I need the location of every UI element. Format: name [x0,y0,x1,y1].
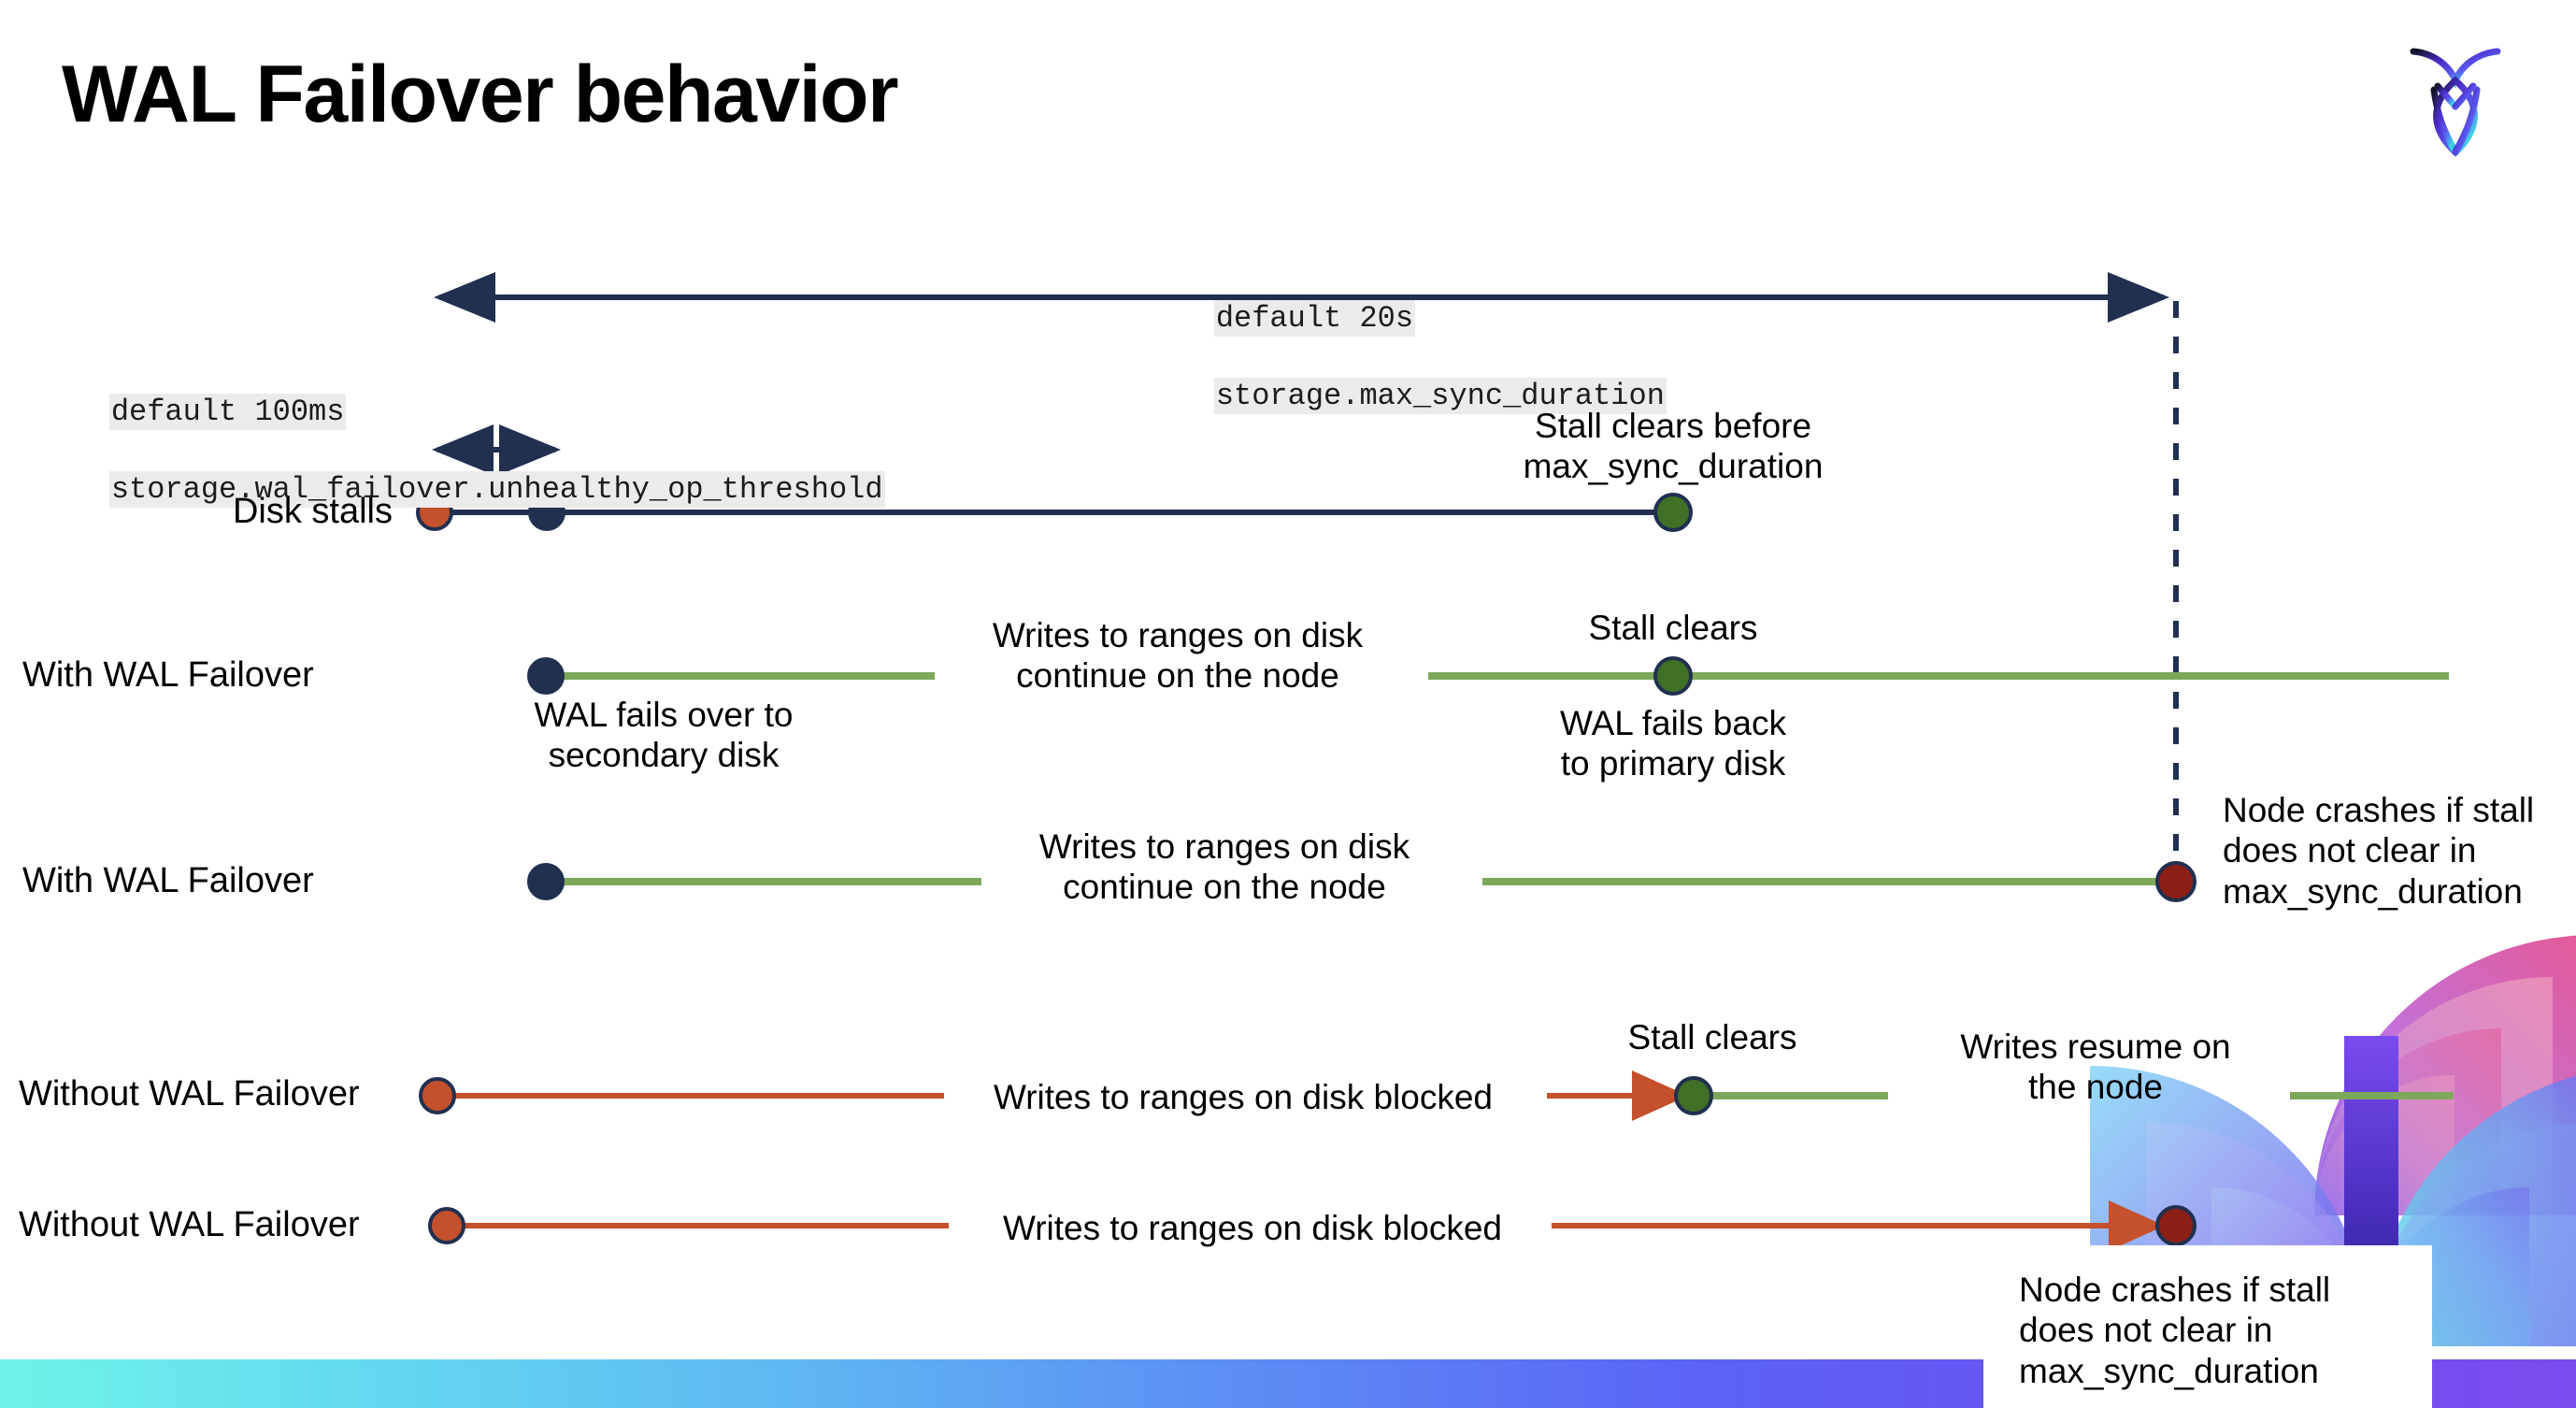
row-with-wal-failover-1-track [527,656,2449,696]
row-label-with-wal-failover-2: With WAL Failover [22,861,314,900]
max-sync-duration-annotation: default 20s storage.max_sync_duration [1142,260,1667,454]
row-label-without-wal-failover-2: Without WAL Failover [19,1205,360,1244]
marker-node-crash-darkred [2155,1205,2197,1246]
note-stall-clears-1: Stall clears [1588,609,1758,647]
row-label-with-wal-failover-1: With WAL Failover [22,655,314,695]
marker-stall-start-orange [428,1207,465,1244]
cockroachdb-logo [2385,28,2526,168]
marker-wal-fails-over-navy [527,657,565,695]
note-stall-clears-2: Stall clears [1627,1018,1797,1056]
unhealthy-op-setting-text: storage.wal_failover.unhealthy_op_thresh… [108,470,885,508]
note-writes-continue-1: Writes to ranges on disk continue on the… [992,616,1364,696]
marker-node-crash-darkred [2155,861,2197,902]
cockroachdb-logo-icon [2410,48,2501,157]
note-node-crashes-2: Node crashes if stall does not clear in … [2019,1271,2331,1390]
max-sync-default-text: default 20s [1213,299,1416,337]
note-writes-blocked-2: Writes to ranges on disk blocked [1002,1209,1503,1247]
row-without-wal-failover-2-track [428,1200,2197,1251]
marker-stall-clears-green [1653,493,1693,532]
unhealthy-op-threshold-annotation: default 100ms storage.wal_failover.unhea… [37,353,885,548]
marker-stall-clears-green [1674,1076,1713,1115]
unhealthy-op-default-text: default 100ms [108,393,347,430]
note-node-crashes-1: Node crashes if stall does not clear in … [2223,791,2535,911]
marker-stall-start-orange [419,1077,456,1114]
note-wal-fails-over: WAL fails over to secondary disk [534,696,794,775]
row-with-wal-failover-2-track [527,861,2197,902]
marker-stall-clears-green [1653,656,1693,696]
row-label-without-wal-failover-1: Without WAL Failover [19,1074,360,1113]
note-wal-fails-back: WAL fails back to primary disk [1560,704,1786,783]
note-writes-resume: Writes resume on the node [1960,1027,2231,1107]
node-crash-callout-panel: Node crashes if stall does not clear in … [1983,1245,2432,1408]
note-writes-continue-2: Writes to ranges on disk continue on the… [1038,827,1410,907]
marker-wal-fails-over-navy [527,863,565,900]
page-title: WAL Failover behavior [62,50,899,139]
row-label-disk-stalls: Disk stalls [232,492,393,531]
note-stall-clears-before-max-sync: Stall clears before max_sync_duration [1523,407,1824,486]
note-writes-blocked-1: Writes to ranges on disk blocked [993,1078,1494,1116]
max-sync-setting-text: storage.max_sync_duration [1213,377,1667,414]
row-without-wal-failover-1-track [419,1070,2454,1121]
